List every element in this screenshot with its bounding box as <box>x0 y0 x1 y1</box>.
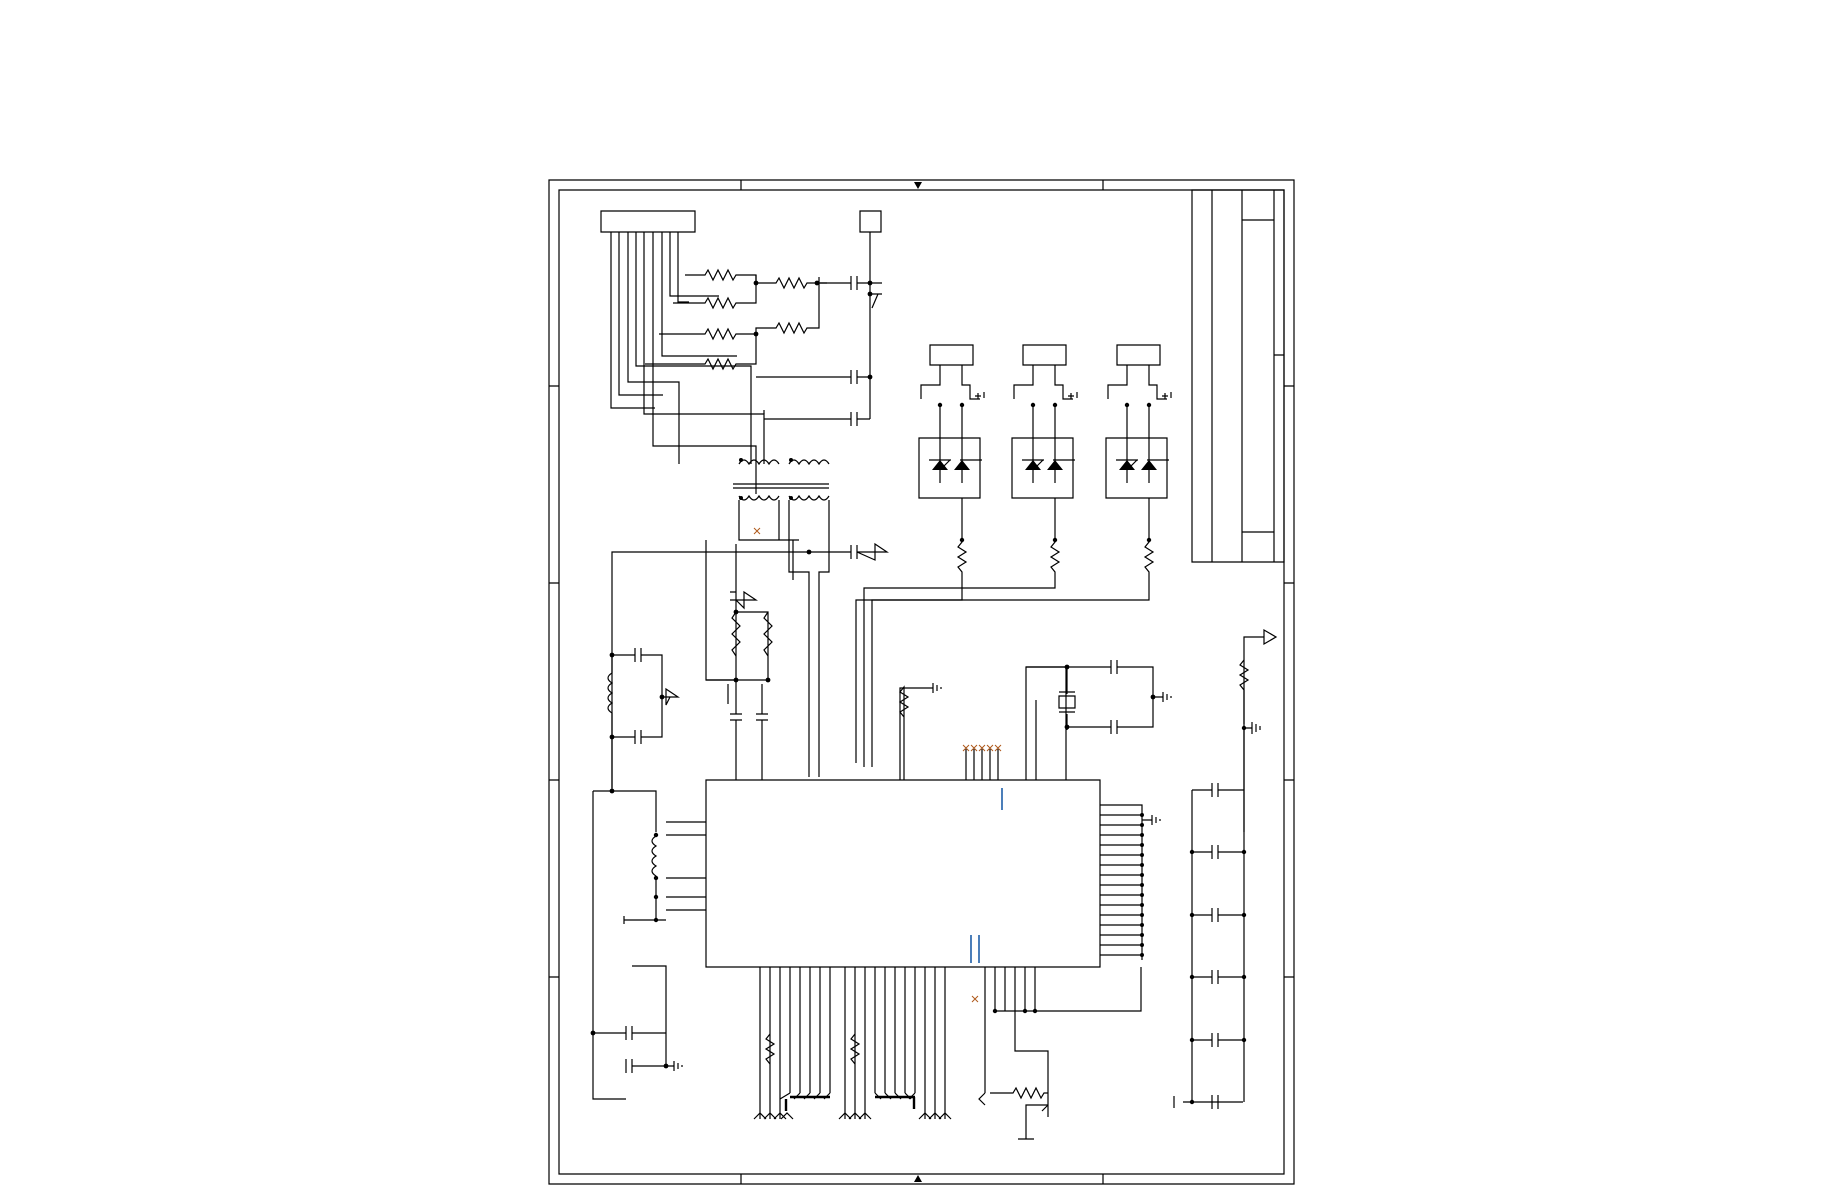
coupling-capacitors-top <box>756 276 882 426</box>
secondary-filter <box>612 540 887 788</box>
left-lc-network <box>608 648 678 744</box>
title-block <box>1192 190 1284 562</box>
optocoupler-u1 <box>872 345 984 767</box>
sheet-frame <box>549 180 1294 1184</box>
right-bus <box>1100 805 1160 960</box>
test-point-tp1 <box>860 211 881 419</box>
ic-bottom-pins <box>754 967 1141 1139</box>
ic-left-network <box>590 737 682 1099</box>
optocoupler-u2 <box>864 345 1077 767</box>
connector-j1 <box>601 211 764 494</box>
crystal-y1 <box>1026 660 1171 734</box>
main-ic-u4 <box>666 667 1100 967</box>
resistor-network-top <box>645 270 827 369</box>
transformer-t1 <box>733 458 829 580</box>
optocoupler-u3 <box>856 345 1171 763</box>
transformer-t2 <box>789 458 829 777</box>
decoupling-ladder-right <box>1174 630 1276 1109</box>
